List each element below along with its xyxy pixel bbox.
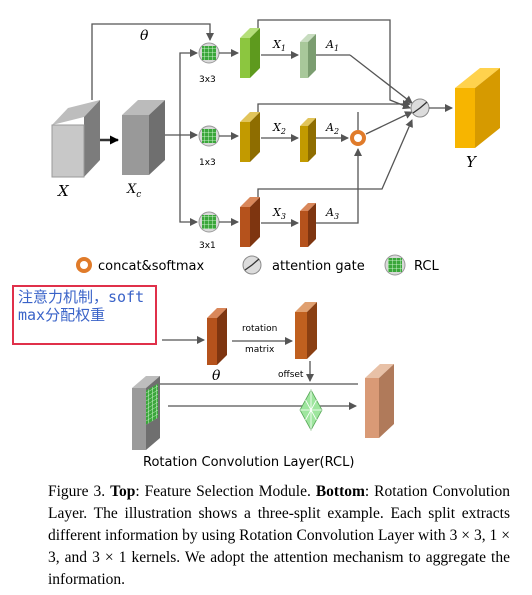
x-label: X	[57, 182, 70, 200]
branch2-a-block	[300, 118, 316, 162]
caption-bottom-text: : Rotation Convolution Layer. The illust…	[48, 483, 511, 588]
offset-label: offset	[278, 370, 304, 380]
x1-label: X1	[272, 38, 286, 53]
split-line-3	[179, 135, 198, 226]
rcl-title: Rotation Convolution Layer(RCL)	[143, 455, 354, 470]
caption-top-text: : Feature Selection Module.	[135, 483, 311, 500]
legend-concat-icon	[76, 257, 92, 273]
caption-prefix: Figure 3.	[48, 483, 106, 500]
branch1-x-block	[240, 28, 260, 78]
a1-to-gate-arrow	[349, 54, 413, 104]
output-y-block	[455, 68, 500, 148]
matrix-label: matrix	[245, 345, 275, 355]
xc-label: Xc	[126, 182, 141, 200]
kernel-label-3x3: 3x3	[199, 75, 216, 85]
rcl-output-block	[365, 364, 394, 438]
xc-block	[122, 100, 165, 175]
a3-to-concat-arrow	[316, 148, 362, 224]
a2-label: A2	[325, 121, 339, 136]
rotation-label: rotation	[242, 324, 277, 334]
rcl-icon-branch1	[198, 42, 220, 64]
a3-label: A3	[325, 206, 339, 221]
theta-path	[91, 23, 214, 100]
x1-skip-path	[257, 19, 411, 110]
rcl-rotated-block	[295, 302, 317, 359]
a1-label: A1	[325, 38, 339, 53]
figure-caption: Figure 3. Top: Feature Selection Module.…	[48, 481, 510, 591]
rcl-rotated-kernel	[299, 389, 323, 431]
legend-gate-label: attention gate	[272, 259, 365, 274]
kernel-label-3x1: 3x1	[199, 241, 216, 251]
y-label: Y	[466, 153, 478, 171]
annotation-note: 注意力机制，softmax分配权重	[12, 285, 157, 345]
concat-softmax-node	[350, 130, 366, 146]
caption-top-bold: Top	[110, 483, 136, 500]
rcl-icon-branch2	[198, 125, 220, 147]
branch3-x-block	[240, 197, 260, 247]
kernel-label-1x3: 1x3	[199, 158, 216, 168]
legend-concat-label: concat&softmax	[98, 259, 204, 274]
legend-gate-icon	[242, 255, 262, 275]
split-line-1	[165, 49, 198, 136]
rcl-theta-label: θ	[212, 368, 221, 384]
x3-skip-path	[257, 119, 413, 197]
theta-label: θ	[140, 28, 149, 44]
attention-gate-node	[410, 98, 430, 118]
branch2-x-block	[240, 112, 260, 162]
x2-label: X2	[272, 121, 286, 136]
branch1-a-block	[300, 34, 316, 78]
x3-label: X3	[272, 206, 286, 221]
input-x-block	[51, 100, 100, 178]
concat-to-gate-arrow	[365, 111, 413, 135]
legend: concat&softmax attention gate RCL	[76, 254, 439, 276]
legend-rcl-label: RCL	[414, 259, 439, 274]
legend-rcl-icon	[384, 254, 406, 276]
caption-bottom-bold: Bottom	[315, 483, 365, 500]
rcl-theta-block	[207, 308, 227, 365]
x2-skip-path	[257, 100, 411, 112]
rcl-icon-branch3	[198, 211, 220, 233]
rcl-input-block	[132, 376, 160, 450]
branch3-a-block	[300, 203, 316, 247]
